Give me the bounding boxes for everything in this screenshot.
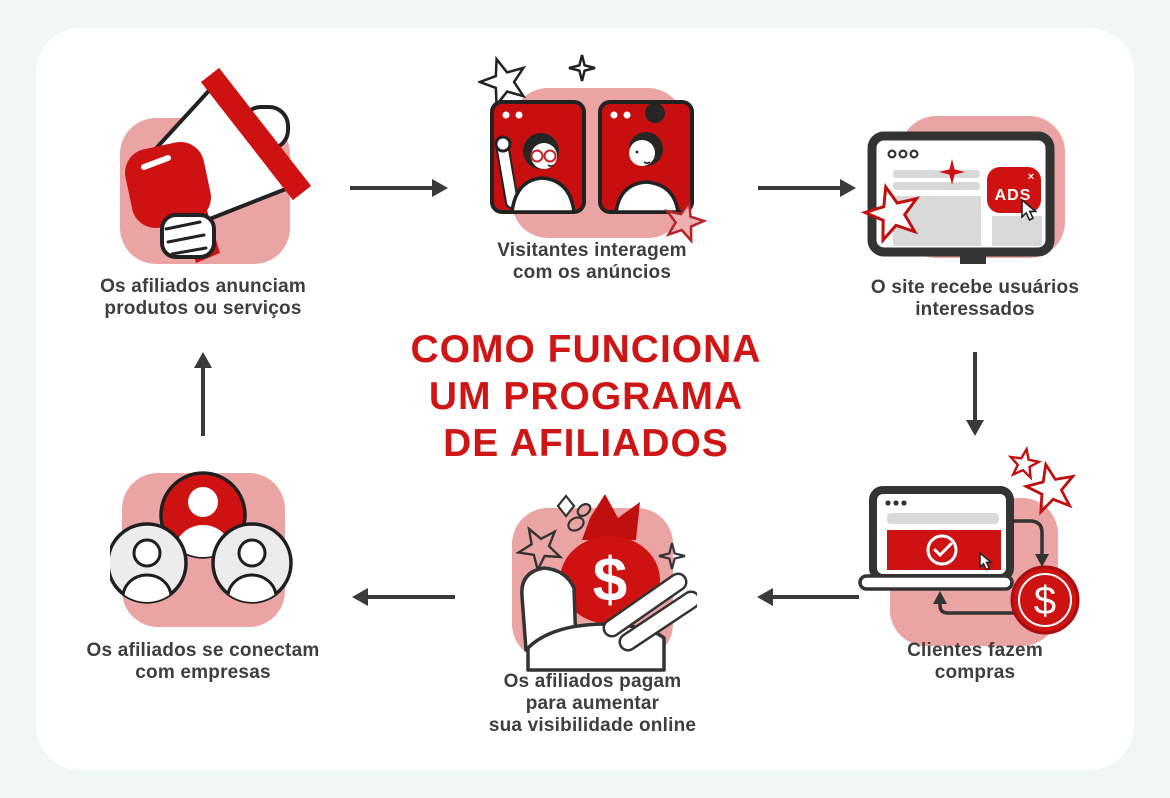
arrow-pay-to-connect	[352, 588, 455, 606]
laptop-checkout-icon: $	[858, 443, 1102, 646]
caption-affiliates-advertise: Os afiliados anunciam produtos ou serviç…	[100, 276, 306, 319]
arrow-connect-to-advertise	[194, 352, 212, 436]
ads-label: ADS	[995, 187, 1032, 204]
caption-affiliates-connect: Os afiliados se conectam com empresas	[86, 640, 320, 683]
people-network-icon	[110, 471, 293, 627]
arrow-head	[966, 420, 984, 436]
arrow-head	[432, 179, 448, 197]
coin-dollar-symbol: $	[1034, 579, 1056, 623]
arrow-shaft	[368, 595, 455, 599]
caption-customers-purchase: Clientes fazem compras	[907, 640, 1043, 683]
arrow-purchase-to-pay	[757, 588, 859, 606]
video-call-icon	[478, 52, 710, 244]
caption-site-receives-users: O site recebe usuários interessados	[870, 277, 1080, 320]
title-line-1: COMO FUNCIONA	[410, 328, 762, 371]
arrow-site-to-purchase	[966, 352, 984, 436]
arrow-shaft	[773, 595, 859, 599]
arrow-shaft	[758, 186, 840, 190]
money-bag-icon: $	[492, 478, 697, 672]
megaphone-icon	[120, 67, 312, 264]
browser-ads-icon: × ADS	[852, 116, 1065, 280]
arrow-interact-to-site	[758, 179, 856, 197]
arrow-head	[194, 352, 212, 368]
arrow-head	[840, 179, 856, 197]
arrow-shaft	[201, 368, 205, 436]
cursor-icon	[979, 551, 994, 571]
bag-dollar-symbol: $	[593, 546, 627, 615]
ads-close-icon: ×	[1028, 171, 1034, 183]
arrow-shaft	[350, 186, 432, 190]
caption-affiliates-pay: Os afiliados pagam para aumentar sua vis…	[488, 671, 697, 736]
cursor-icon	[1021, 198, 1038, 222]
title-line-2: UM PROGRAMA	[428, 375, 744, 418]
arrow-shaft	[973, 352, 977, 420]
page-title: COMO FUNCIONA UM PROGRAMA DE AFILIADOS	[368, 326, 804, 467]
arrow-advertise-to-interact	[350, 179, 448, 197]
arrow-head	[757, 588, 773, 606]
caption-visitors-interact: Visitantes interagem com os anúncios	[497, 240, 687, 283]
title-line-3: DE AFILIADOS	[443, 422, 729, 465]
arrow-head	[352, 588, 368, 606]
